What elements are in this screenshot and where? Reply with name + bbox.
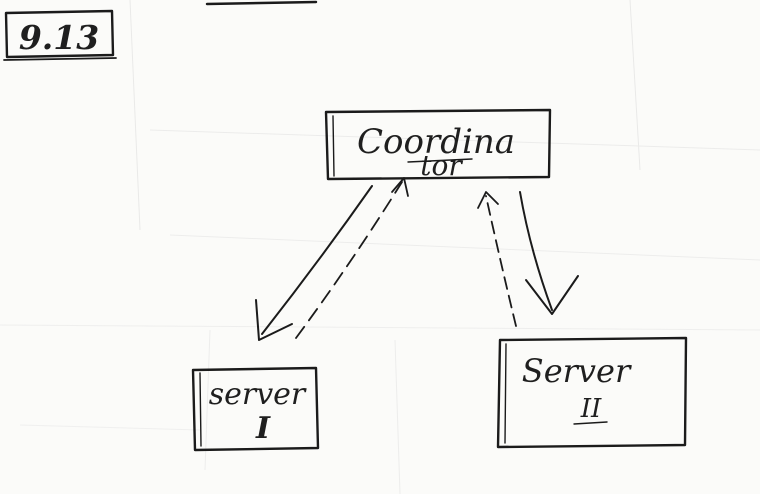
arrow-coordinator-to-server-1-shaft — [261, 185, 373, 335]
figure-label: 9.13 — [3, 9, 117, 61]
arrow-coordinator-to-server-2-shaft — [519, 191, 553, 311]
server-1-box-shadow-line — [199, 372, 202, 447]
arrow-server-1-to-coordinator-shaft — [295, 181, 403, 339]
coordinator-label-line2: tor — [420, 149, 463, 182]
arrow-coordinator-to-server-1 — [255, 185, 373, 341]
server-1-numeral: I — [255, 411, 271, 446]
server-1-node: server I — [191, 366, 320, 452]
arrow-server-2-to-coordinator — [477, 191, 517, 327]
figure-label-text: 9.13 — [19, 18, 99, 57]
arrow-server-1-to-coordinator-head — [391, 177, 409, 197]
server-2-box — [496, 336, 688, 449]
arrow-coordinator-to-server-2-head — [525, 275, 579, 315]
coordinator-node: Coordina tor — [324, 108, 552, 182]
server-2-node: Server II — [496, 336, 688, 449]
arrow-server-1-to-coordinator — [295, 177, 409, 339]
arrow-coordinator-to-server-1-head — [255, 299, 293, 341]
top-edge-stroke — [205, 0, 318, 6]
server-2-numeral: II — [580, 394, 602, 424]
arrow-server-2-to-coordinator-shaft — [485, 195, 517, 327]
server-2-numeral-underline — [573, 421, 608, 425]
coordinator-box — [324, 108, 552, 181]
coordinator-label-line2-underline — [407, 158, 473, 163]
server-2-label: Server — [522, 352, 632, 390]
server-1-box — [191, 366, 320, 452]
coordinator-box-shadow-line — [332, 115, 335, 177]
arrow-coordinator-to-server-2 — [519, 191, 579, 315]
figure-label-underline — [3, 57, 117, 61]
arrow-server-2-to-coordinator-head — [477, 191, 499, 209]
server-1-label: server — [209, 377, 307, 412]
server-2-box-shadow-line — [504, 343, 507, 444]
figure-label-box — [4, 9, 115, 59]
coordinator-label-line1: Coordina — [357, 122, 515, 162]
